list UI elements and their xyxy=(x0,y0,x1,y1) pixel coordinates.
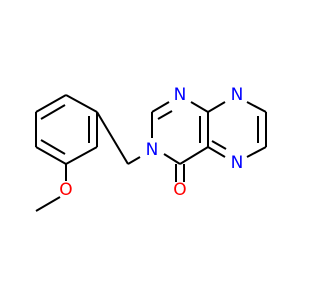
pyrimidinone-ring xyxy=(151,101,209,165)
methylene-linker xyxy=(96,111,141,165)
bond xyxy=(40,104,66,120)
bond xyxy=(96,111,129,165)
atom-label-o-carbonyl: O xyxy=(173,180,186,200)
bond xyxy=(211,140,227,150)
bond xyxy=(179,146,209,165)
benzene-ring xyxy=(35,94,98,165)
bond xyxy=(65,146,98,165)
bond xyxy=(246,101,267,113)
bond xyxy=(151,101,170,113)
bond xyxy=(35,146,67,165)
molecule-svg: N N N N O O xyxy=(35,85,267,212)
atom-label-n-upper: N xyxy=(174,85,187,105)
carbonyl-group xyxy=(175,164,185,182)
bond xyxy=(190,101,209,113)
bond xyxy=(207,101,226,113)
bond xyxy=(246,146,267,158)
bond xyxy=(65,94,98,113)
bond xyxy=(157,110,173,120)
bond xyxy=(127,156,141,165)
atom-label-n-ring: N xyxy=(146,140,159,160)
pyrazine-ring xyxy=(207,101,267,158)
molecule-structure-diagram: N N N N O O xyxy=(35,85,267,212)
methoxy-group xyxy=(35,164,67,212)
atom-label-n-upper-right: N xyxy=(231,85,244,105)
atom-label-n-lower-right: N xyxy=(231,153,244,173)
bond xyxy=(207,146,226,158)
atom-label-o-methoxy: O xyxy=(59,180,72,200)
bond xyxy=(35,94,67,113)
bond xyxy=(35,196,61,212)
bond xyxy=(163,153,181,165)
bond xyxy=(40,139,66,155)
atom-labels: N N N N O O xyxy=(59,85,243,200)
